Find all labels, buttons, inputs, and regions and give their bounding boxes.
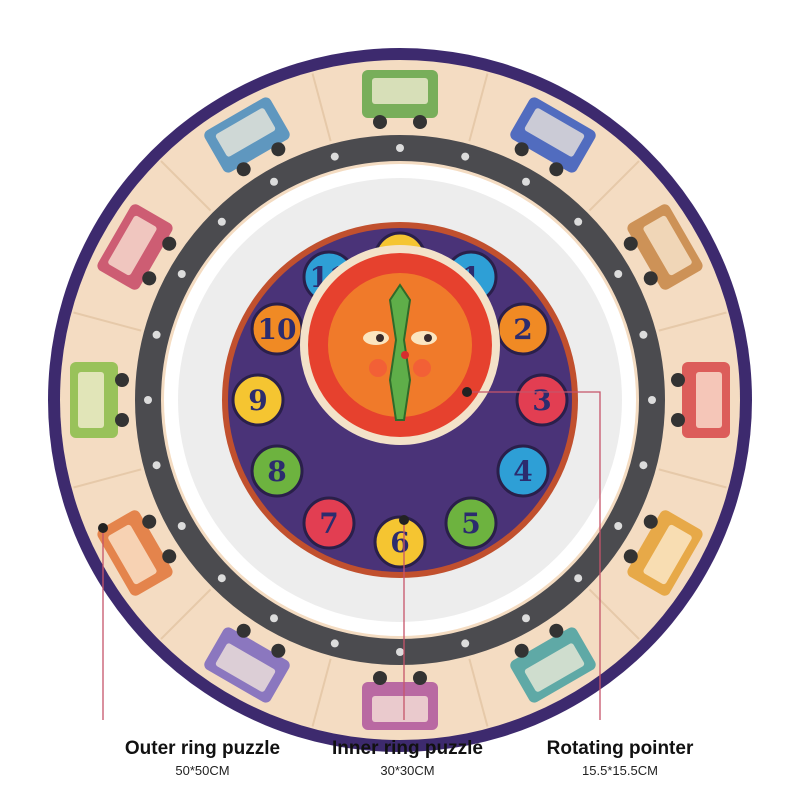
train-car-illustration [362,70,438,129]
clock-number: 9 [248,384,267,417]
clock-number: 7 [319,507,338,540]
rotating-pointer[interactable] [388,283,412,421]
sun-eyes [363,331,437,345]
clock-number: 5 [461,507,480,540]
train-car-illustration [671,362,730,438]
clock-number: 4 [513,455,532,488]
train-car-illustration [623,204,703,290]
train-car-illustration [623,510,703,596]
clock-number-badge: 10 [250,302,304,356]
clock-number-badge: 6 [373,515,427,569]
clock-number-badge: 5 [444,496,498,550]
clock-number-badge: 7 [302,496,356,550]
inner-ring-title: Inner ring puzzle [332,738,483,759]
clock-number: 10 [258,313,297,346]
outer-ring-title: Outer ring puzzle [124,738,281,759]
inner-ring-size: 30*30CM [380,763,435,778]
clock-number: 3 [532,384,551,417]
train-car-illustration [362,671,438,730]
clock-number: 2 [513,313,532,346]
train-car-illustration [97,510,177,596]
pointer-title: Rotating pointer [546,738,694,759]
clock-number-badge: 3 [515,373,569,427]
train-car-illustration [204,97,290,177]
train-car-illustration [510,97,596,177]
train-car-illustration [97,204,177,290]
outer-ring-size: 50*50CM [175,763,230,778]
track-wheels [144,144,656,656]
clock-number-badge: 9 [231,373,285,427]
outer-ring-piece-seams [73,73,727,727]
train-car-illustration [70,362,129,438]
pointer-size: 15.5*15.5CM [582,763,658,778]
clock-number-badge: 2 [496,302,550,356]
train-car-illustration [204,623,290,703]
outer-ring-caption: Outer ring puzzle 50*50CM [95,738,310,778]
clock-number-badge: 8 [250,444,304,498]
clock-number: 8 [267,455,286,488]
inner-ring-caption: Inner ring puzzle 30*30CM [305,738,510,778]
clock-number: 6 [390,526,409,559]
pointer-caption: Rotating pointer 15.5*15.5CM [520,738,720,778]
clock-number-badge: 4 [496,444,550,498]
outer-ring-illustrations [70,70,730,730]
train-car-illustration [510,623,596,703]
leader-lines [102,391,601,720]
